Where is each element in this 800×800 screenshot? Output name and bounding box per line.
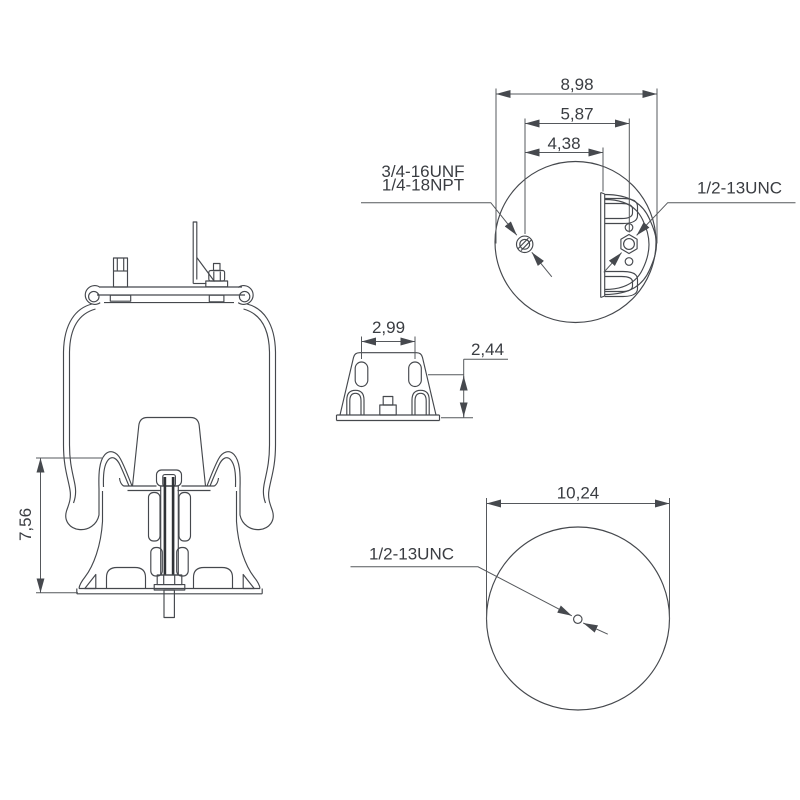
bottom-stud-label: 1/2-13UNC — [369, 545, 454, 564]
piston-base-circle — [485, 526, 671, 711]
stud-thread-label: 1/2-13UNC — [697, 179, 782, 198]
dim-base-diameter: 10,24 — [486, 484, 670, 620]
top-view-plate-circle — [494, 160, 657, 324]
top-view: 8,98 5,87 4,38 3/4-16UNF 1/4-18NPT 1/2-1… — [361, 75, 796, 324]
bracket-outline — [335, 352, 441, 422]
stud-hex-nut — [620, 233, 638, 255]
port-thread-callout: 3/4-16UNF 1/4-18NPT — [361, 162, 553, 278]
stud-thread-callout: 1/2-13UNC — [603, 179, 796, 273]
center-bolt — [153, 477, 186, 619]
bracket-bolt — [205, 262, 229, 303]
dim-height: 7,56 — [16, 457, 103, 594]
piston-body — [76, 491, 263, 595]
port-thread-label-line2: 1/4-18NPT — [382, 176, 464, 195]
dim-bracket-height-text: 2,44 — [471, 340, 504, 359]
dim-stud-spacing-text: 5,87 — [560, 105, 593, 124]
bead-plate — [84, 285, 254, 305]
bottom-view: 10,24 1/2-13UNC — [350, 484, 671, 711]
internal-bumper — [131, 416, 207, 487]
bottom-stud-callout: 1/2-13UNC — [350, 545, 609, 635]
bracket-view: 2,99 2,44 — [335, 318, 508, 422]
port-thread-label-line1: 3/4-16UNF — [381, 162, 464, 181]
bellows-outline — [62, 303, 277, 531]
dim-base-diameter-text: 10,24 — [557, 484, 600, 503]
dim-slot-spacing: 2,99 — [361, 318, 416, 359]
dim-bracket-height: 2,44 — [428, 340, 508, 419]
dim-stud-spacing: 5,87 — [524, 105, 630, 234]
bottom-stud-hole — [573, 614, 583, 624]
mounting-bracket-upright — [192, 221, 215, 285]
dim-slot-spacing-text: 2,99 — [372, 318, 405, 337]
air-port-fitting — [515, 235, 534, 254]
dim-overall-width-text: 8,98 — [560, 75, 593, 94]
dim-port-offset-text: 4,38 — [547, 134, 580, 153]
side-view: 7,56 — [16, 221, 277, 619]
dim-height-text: 7,56 — [16, 508, 35, 541]
dim-port-offset: 4,38 — [525, 134, 604, 192]
dim-overall-width: 8,98 — [495, 75, 658, 244]
